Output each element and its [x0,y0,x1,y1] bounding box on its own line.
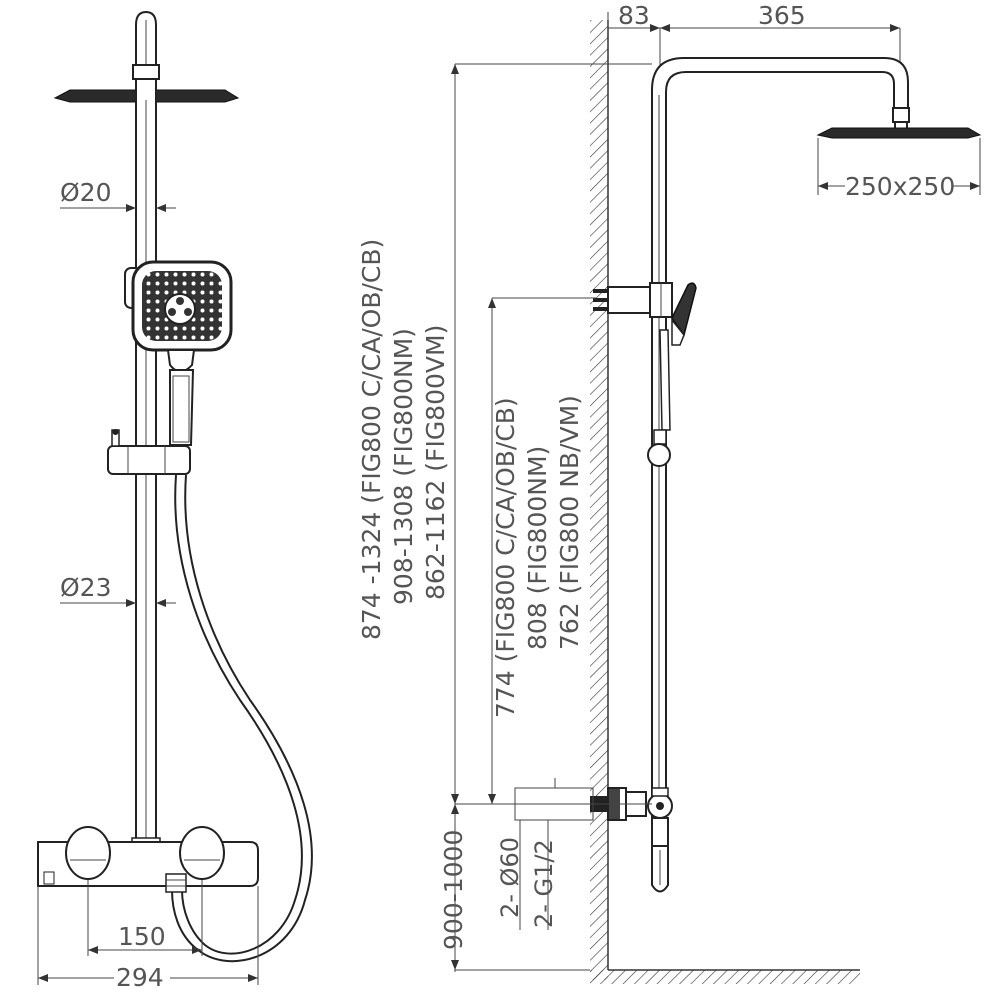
arm-connector [892,107,910,123]
dim-label-mount-height: 900-1000 [439,830,468,950]
dim-center-spacing: 150 [87,880,203,956]
dim-label-bar-height-2: 808 (FIG800NM) [523,446,552,650]
dim-label-bar-height-1: 774 (FIG800 C/CA/OB/CB) [491,397,520,718]
hand-shower [131,260,233,446]
dim-label-thread: 2- G1/2 [530,839,558,928]
dim-label-total-height-2: 908-1308 (FIG800NM) [389,328,418,605]
head-connector [132,64,160,80]
center-spray-icon [164,293,196,325]
rain-shower-head-side [816,127,982,139]
dim-label-wall-offset: 83 [618,1,650,30]
floor-hatch [590,970,860,984]
wall-hatch [590,20,608,980]
slider-knob [647,443,671,467]
dim-label-bar-height-3: 762 (FIG800 NB/VM) [555,395,584,650]
dim-label-eccentric: 2- Ø60 [496,837,524,918]
dim-label-total-height-3: 862-1162 (FIG800VM) [421,325,450,600]
hand-shower-side [671,282,697,337]
dim-label-head-size: 250x250 [845,172,955,201]
dim-slide-bar: Ø23 [60,573,176,607]
dim-label-center-spacing: 150 [118,922,166,951]
dim-label-top-pipe: Ø20 [60,178,112,207]
dim-label-arm-length: 365 [758,1,806,30]
wall-bracket [593,282,697,467]
dim-mixer-width: 294 [37,886,259,992]
dim-head-size: 250x250 [817,138,981,201]
dim-label-slide-bar: Ø23 [60,573,112,602]
front-view: Ø20 [37,10,313,992]
dim-label-mixer-width: 294 [116,963,164,992]
side-view: 83 365 250x250 [357,1,982,984]
thermostatic-mixer [37,826,259,893]
slider-holder [107,429,191,475]
shower-hose [174,474,303,955]
dim-top-pipe: Ø20 [60,178,176,212]
dim-top-offsets: 83 365 [607,1,901,100]
dim-label-total-height-1: 874 -1324 (FIG800 C/CA/OB/CB) [357,239,386,640]
